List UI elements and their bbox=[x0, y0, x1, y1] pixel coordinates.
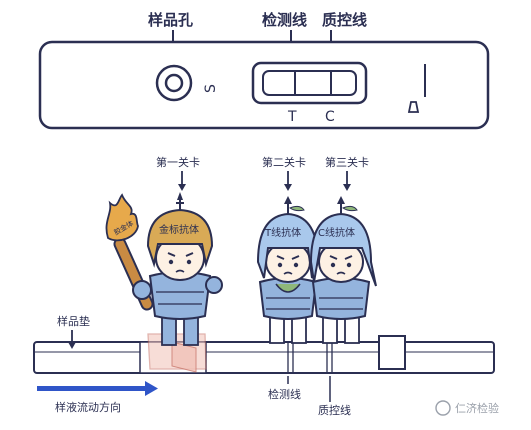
soldier-3-helmet bbox=[309, 212, 377, 287]
soldier-2-scarf bbox=[275, 283, 301, 293]
gold-pad-fold bbox=[171, 341, 197, 373]
soldier-2-helmet-tip bbox=[284, 196, 292, 204]
sample-pad-label: 样品垫 bbox=[57, 314, 90, 328]
soldier-3-helmet-tip bbox=[337, 196, 345, 204]
soldier-1-hand bbox=[132, 280, 152, 300]
soldier-2-plume bbox=[288, 205, 305, 212]
sample-pad-arrowhead bbox=[68, 342, 76, 349]
checkpoint-1-arrowhead bbox=[178, 184, 186, 191]
soldier-1-mouth bbox=[175, 269, 185, 273]
t-mark: T bbox=[287, 109, 297, 125]
checkpoint-2-label: 第二关卡 bbox=[262, 155, 306, 169]
result-window-inner bbox=[262, 70, 357, 96]
checkpoint-2-arrowhead bbox=[284, 184, 292, 191]
checkpoint-3-label: 第三关卡 bbox=[325, 155, 369, 169]
soldier-2-right-eye bbox=[293, 262, 299, 268]
test-line-label: 检测线 bbox=[262, 11, 307, 29]
soldier-2-mouth bbox=[283, 271, 293, 275]
soldier-1-right-hand bbox=[205, 276, 223, 294]
flow-arrow-shaft bbox=[37, 386, 147, 391]
c-mark: C bbox=[325, 109, 335, 125]
t-helmet-label: T线抗体 bbox=[264, 226, 301, 239]
soldier-2-left-eye bbox=[277, 262, 283, 268]
checkpoint-3-arrowhead bbox=[343, 184, 351, 191]
control-line-label: 质控线 bbox=[322, 11, 367, 29]
soldier-1-helmet-tip bbox=[177, 192, 183, 200]
watermark-text: 仁济检验 bbox=[455, 401, 499, 415]
flow-arrow-head bbox=[145, 381, 158, 396]
soldier-1-armor-bands bbox=[156, 291, 204, 305]
sample-well-mark: S bbox=[203, 84, 219, 93]
checkpoint-1-label: 第一关卡 bbox=[156, 155, 200, 169]
soldier-1-right-eye bbox=[186, 259, 192, 265]
strip-test-line-label: 检测线 bbox=[268, 387, 301, 401]
soldier-1-helmet bbox=[146, 208, 214, 268]
soldier-3-plume bbox=[341, 205, 358, 212]
soldier-1-brows bbox=[167, 252, 194, 257]
cassette-fill-mark bbox=[407, 101, 420, 113]
soldier-3-right-eye bbox=[346, 262, 352, 268]
gold-helmet-label: 金标抗体 bbox=[159, 223, 199, 236]
soldier-3-left-eye bbox=[330, 262, 336, 268]
soldier-c-antibody: C线抗体 bbox=[309, 196, 377, 344]
soldier-3-mouth bbox=[336, 271, 346, 275]
soldier-3-armor-bands bbox=[319, 297, 363, 310]
soldier-2-brows bbox=[276, 255, 300, 260]
flow-direction-label: 样液流动方向 bbox=[55, 400, 121, 414]
absorbent-pad bbox=[378, 335, 406, 370]
torch-flame bbox=[105, 193, 139, 242]
strip-control-line-label: 质控线 bbox=[318, 403, 351, 417]
c-helmet-label: C线抗体 bbox=[318, 226, 355, 239]
soldier-1-helmet-spike bbox=[176, 200, 184, 210]
sample-well-label: 样品孔 bbox=[148, 11, 193, 29]
test-strip bbox=[33, 341, 495, 374]
soldier-gold-antibody: 胶金体 金标抗体 bbox=[105, 192, 223, 346]
wechat-icon bbox=[435, 400, 451, 416]
sample-well-inner bbox=[164, 73, 184, 93]
soldier-3-brows bbox=[329, 255, 353, 260]
soldier-2-armor-bands bbox=[266, 297, 310, 310]
soldier-t-antibody: T线抗体 bbox=[256, 196, 320, 344]
soldier-1-left-eye bbox=[168, 259, 174, 265]
